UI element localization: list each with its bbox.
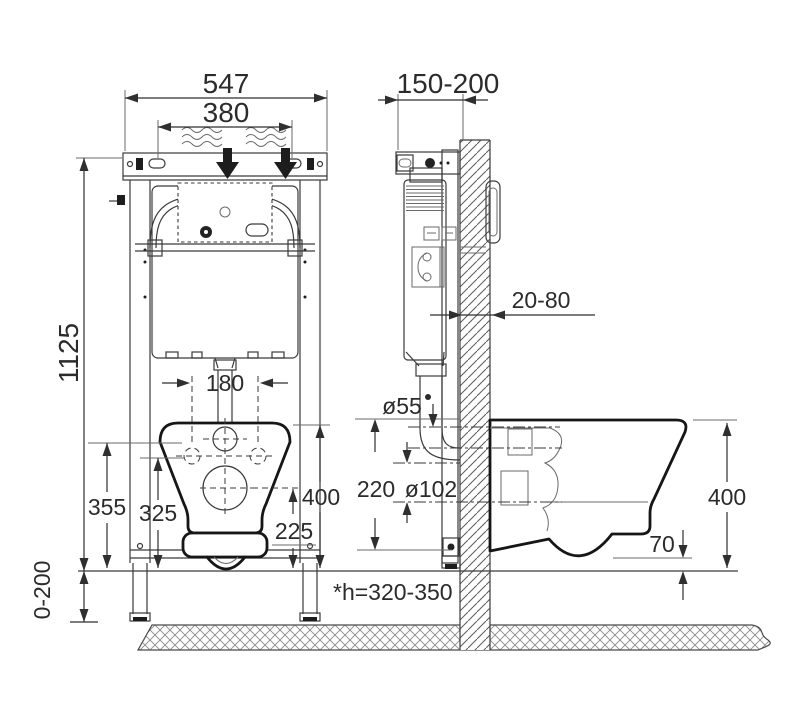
dim-220-label: 220 xyxy=(357,476,395,502)
dim-325-label: 325 xyxy=(139,500,177,526)
wall-hatch xyxy=(460,140,490,650)
dim-225-label: 225 xyxy=(275,518,313,544)
bracket-bolt xyxy=(425,158,435,168)
frame-front xyxy=(109,152,328,622)
dim-400-side-label: 400 xyxy=(708,484,746,510)
control-bracket xyxy=(411,246,445,288)
adjustable-leg-left xyxy=(129,563,151,622)
dimensions-front: 547 380 1125 0-200 180 355 xyxy=(29,68,340,623)
inlet-hole xyxy=(212,426,238,452)
wall-section xyxy=(459,139,491,650)
side-view: 150-200 20-80 ø55 220 ø102 400 xyxy=(333,68,746,605)
toilet-bowl-side xyxy=(488,418,688,558)
outlet-connection xyxy=(500,470,529,506)
floor-hatch-band xyxy=(136,624,771,651)
flush-slot xyxy=(245,223,269,237)
flush-plate-side xyxy=(485,180,501,244)
dim-outlet-dia-label: ø102 xyxy=(405,476,457,502)
dim-20-80-label: 20-80 xyxy=(512,287,571,313)
frame-side xyxy=(395,149,461,569)
cistern-side xyxy=(403,167,457,377)
fixing-hole-right xyxy=(249,447,267,465)
dim-180-label: 180 xyxy=(206,370,244,396)
fixing-hole-left xyxy=(183,447,201,465)
anchor-bolt-left xyxy=(136,158,143,170)
wall-bracket-side xyxy=(395,151,461,175)
water-supply-icons xyxy=(181,127,297,179)
dim-547-label: 547 xyxy=(203,68,250,99)
floor-section xyxy=(136,624,771,651)
dim-0-200-label: 0-200 xyxy=(29,561,55,620)
outlet-hole xyxy=(202,465,248,511)
flush-pipe-front xyxy=(213,357,237,424)
outlet-bump xyxy=(205,555,247,571)
template-foot xyxy=(181,531,269,559)
slot-left xyxy=(148,158,166,169)
access-panel xyxy=(177,182,273,243)
bowl-drill-template xyxy=(158,376,298,571)
panel-hole xyxy=(219,206,231,218)
dimensions-side: 150-200 20-80 ø55 220 ø102 400 xyxy=(333,68,746,605)
dim-400-front-label: 400 xyxy=(302,484,340,510)
adjustable-leg-right xyxy=(299,563,321,622)
water-arrow-left xyxy=(216,148,239,179)
dim-1125-label: 1125 xyxy=(53,323,84,383)
seat-height-note: *h=320-350 xyxy=(333,579,453,605)
dim-380-label: 380 xyxy=(203,97,250,128)
water-arrow-right xyxy=(274,148,297,179)
flush-pipe-side xyxy=(419,376,461,461)
dim-70-label: 70 xyxy=(649,531,675,557)
anchor-marker-icon xyxy=(109,195,125,205)
dim-flush-pipe-label: ø55 xyxy=(382,393,422,419)
dim-150-200-label: 150-200 xyxy=(397,68,500,99)
inlet-connection xyxy=(507,428,533,456)
front-view: 547 380 1125 0-200 180 355 xyxy=(29,68,340,623)
dim-355-label: 355 xyxy=(88,494,126,520)
anchor-bolt-right xyxy=(307,158,314,170)
cistern-front xyxy=(135,182,315,359)
